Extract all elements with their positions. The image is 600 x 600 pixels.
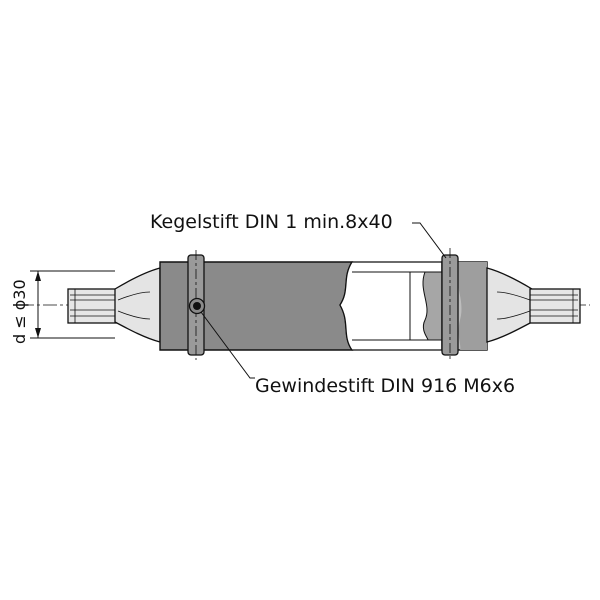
taper-pin-leader [412, 222, 447, 259]
left-yoke [114, 267, 161, 343]
taper-pin-label: Kegelstift DIN 1 min.8x40 [150, 211, 393, 233]
set-screw-label: Gewindestift DIN 916 M6x6 [255, 375, 515, 397]
set-screw-leader [200, 311, 255, 379]
taper-pin [441, 248, 459, 362]
left-shaft-end [67, 288, 119, 324]
diameter-dimension [30, 270, 115, 339]
set-screw [188, 297, 206, 315]
right-shaft-end [529, 288, 581, 324]
right-yoke [486, 267, 533, 343]
diameter-label: d ≤ ϕ30 [10, 279, 29, 344]
main-tube [159, 261, 488, 351]
